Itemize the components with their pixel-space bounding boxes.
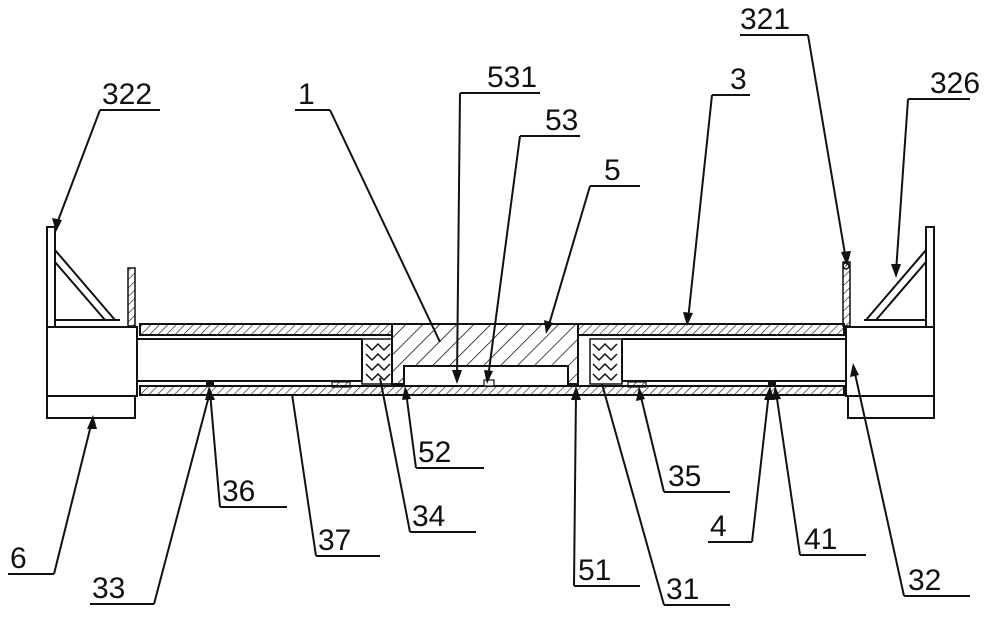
- label-32: 32: [908, 564, 941, 597]
- left-spring: [362, 339, 392, 384]
- label-6: 6: [10, 542, 27, 575]
- right-tube: [622, 339, 846, 381]
- central-block: [392, 324, 578, 384]
- label-321: 321: [740, 3, 790, 36]
- leader-lines: [8, 35, 970, 605]
- label-4: 4: [710, 510, 727, 543]
- left-end-block: [47, 327, 137, 418]
- left-post: [128, 268, 135, 326]
- label-31: 31: [666, 573, 699, 606]
- part-labels: 322 1 531 53 5 3 321 326 52 35 36 34 4 4…: [10, 3, 980, 606]
- label-322: 322: [102, 78, 152, 111]
- label-53: 53: [545, 104, 578, 137]
- label-1: 1: [298, 78, 315, 111]
- label-41: 41: [804, 523, 837, 556]
- right-end-block: [846, 327, 934, 418]
- right-post: [843, 262, 850, 326]
- label-37: 37: [318, 524, 351, 557]
- label-34: 34: [412, 500, 445, 533]
- label-33: 33: [92, 572, 125, 605]
- label-3: 3: [730, 63, 747, 96]
- label-35: 35: [668, 460, 701, 493]
- label-51: 51: [578, 554, 611, 587]
- left-bracket: [47, 227, 120, 327]
- label-5: 5: [604, 154, 621, 187]
- label-531: 531: [487, 61, 537, 94]
- right-spring: [590, 339, 622, 384]
- bottom-plate: [140, 386, 844, 395]
- label-326: 326: [930, 67, 980, 100]
- label-36: 36: [222, 475, 255, 508]
- label-52: 52: [418, 436, 451, 469]
- left-tube: [137, 339, 362, 381]
